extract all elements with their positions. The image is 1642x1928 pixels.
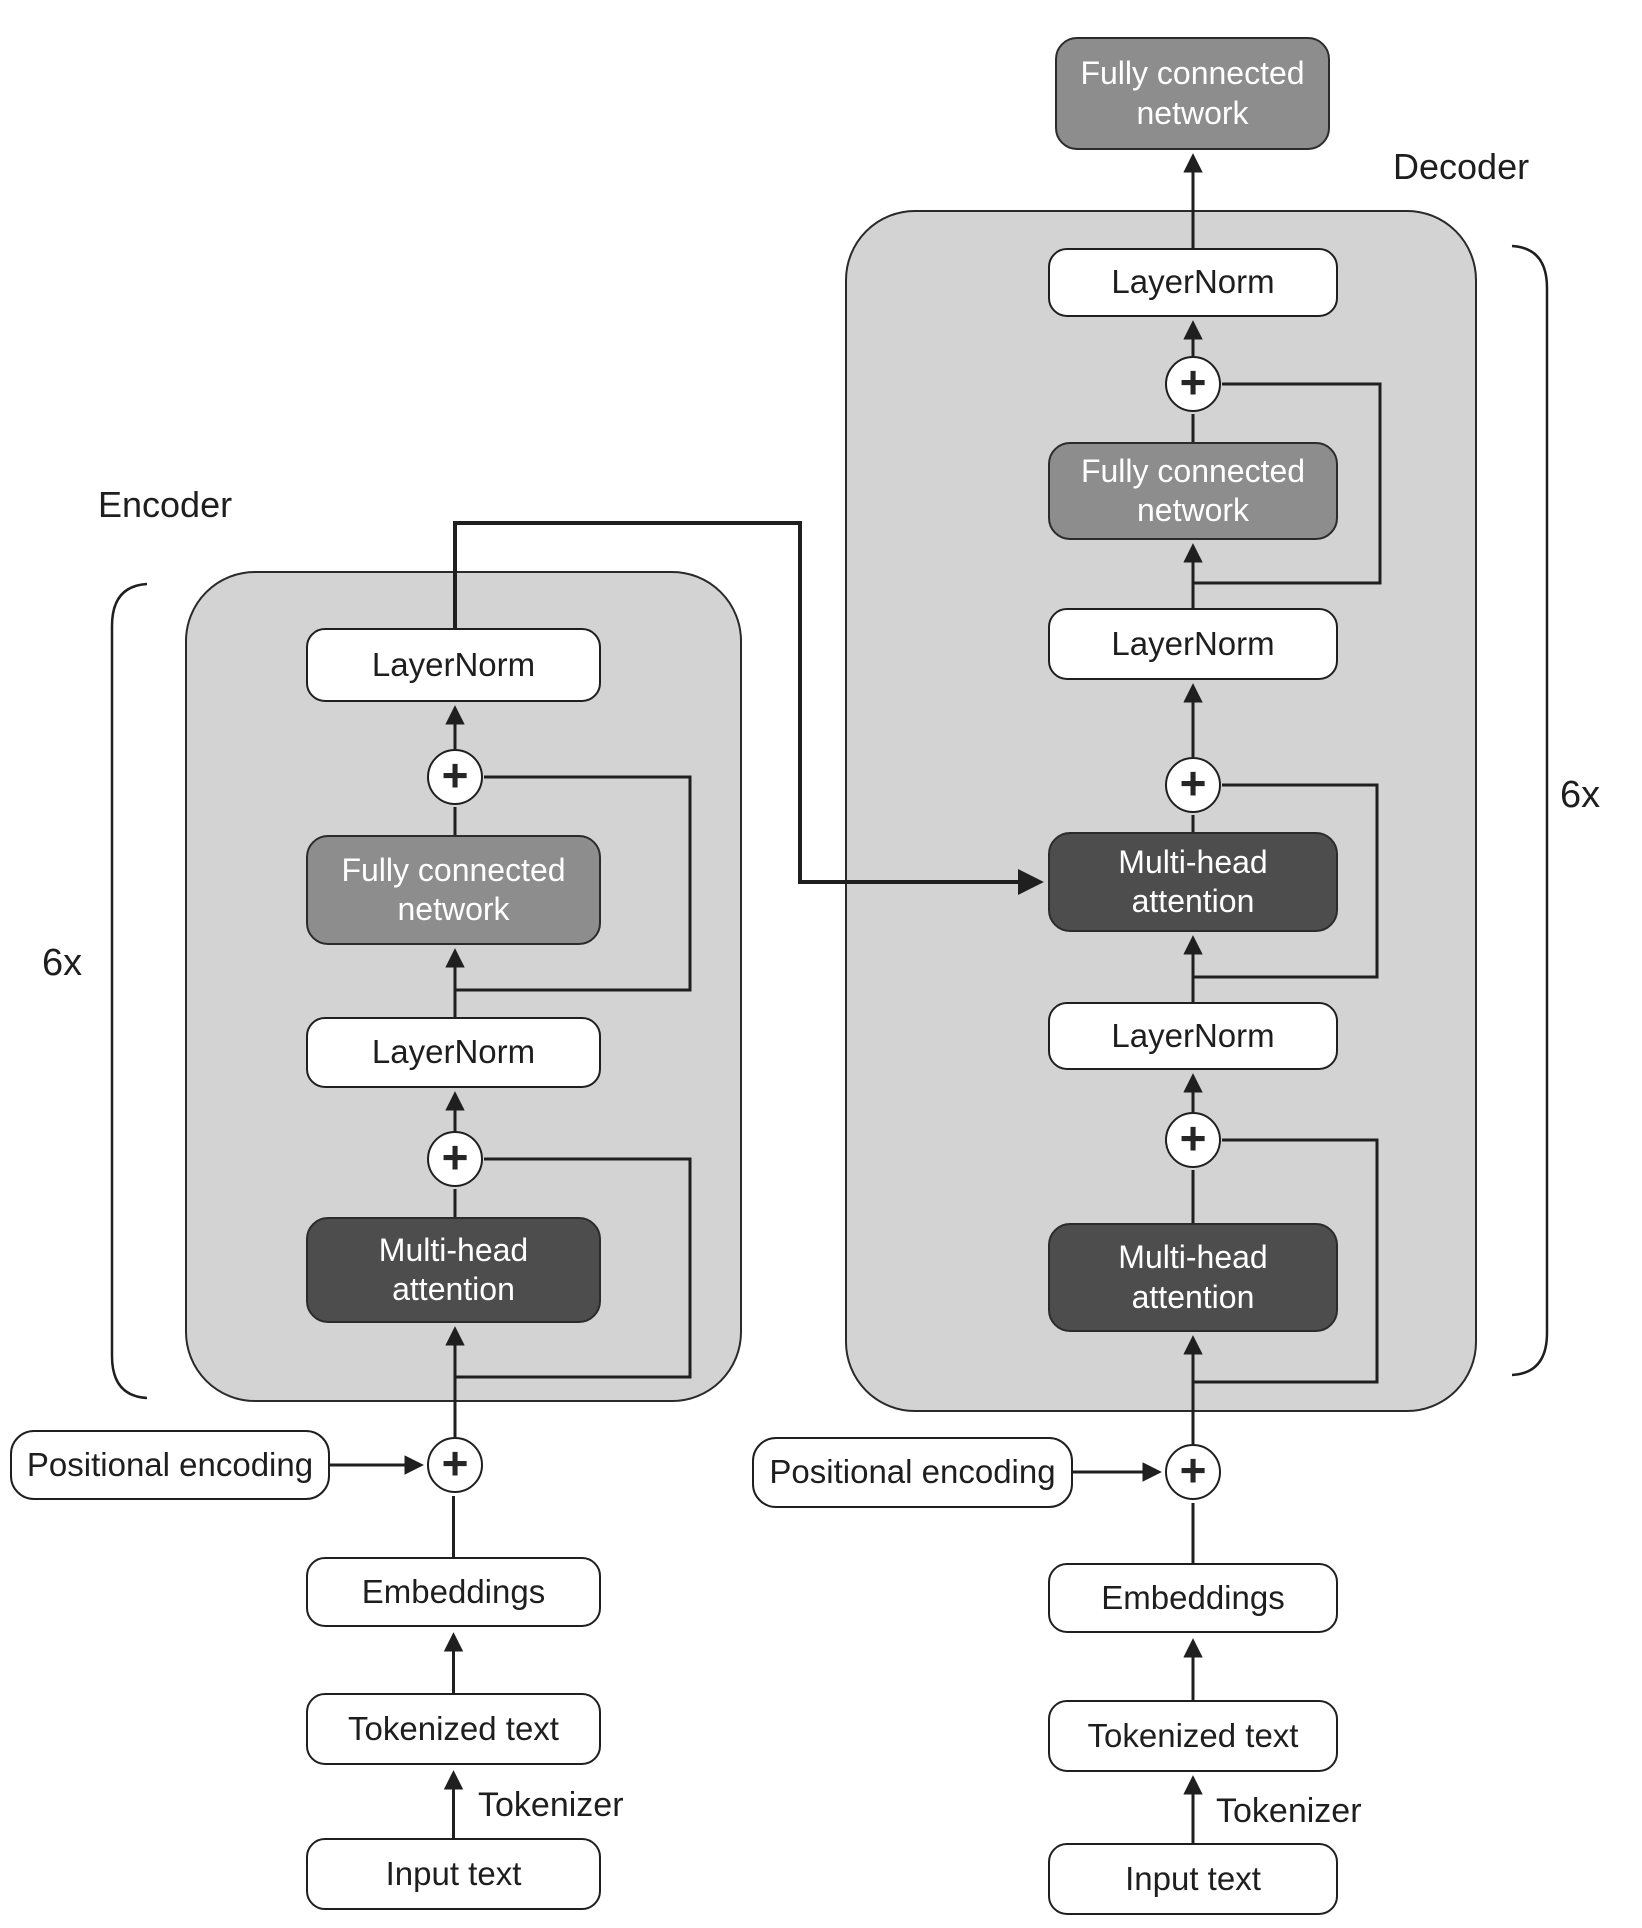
decoder-output-ffn-box: Fully connected network <box>1055 37 1330 150</box>
decoder-add-ffn-circle: + <box>1165 356 1221 412</box>
decoder-positional-encoding-box: Positional encoding <box>752 1437 1073 1508</box>
decoder-output-ffn-label: Fully connected network <box>1080 55 1305 131</box>
encoder-layernorm-mid-label: LayerNorm <box>371 1033 536 1071</box>
plus-icon: + <box>1179 1444 1207 1496</box>
encoder-layernorm-mid-box: LayerNorm <box>306 1017 601 1088</box>
decoder-tokenized-text-box: Tokenized text <box>1048 1700 1338 1772</box>
decoder-layernorm-top-label: LayerNorm <box>1111 263 1275 301</box>
decoder-title: Decoder <box>1393 146 1530 187</box>
decoder-layernorm-mid-label: LayerNorm <box>1111 624 1275 662</box>
decoder-layernorm-top-box: LayerNorm <box>1048 248 1338 317</box>
encoder-add-attention-circle: + <box>427 1131 483 1187</box>
encoder-positional-encoding-label: Positional encoding <box>26 1445 314 1483</box>
decoder-positional-encoding-label: Positional encoding <box>769 1453 1056 1491</box>
encoder-repeat-label: 6x <box>42 942 83 984</box>
encoder-add-positional-circle: + <box>427 1437 483 1493</box>
decoder-embeddings-label: Embeddings <box>1101 1578 1285 1616</box>
decoder-self-attention-skip-line <box>1193 1138 1379 1384</box>
plus-icon: + <box>1179 1112 1207 1164</box>
encoder-embeddings-label: Embeddings <box>361 1572 546 1610</box>
decoder-cross-attention-box: Multi-head attention <box>1048 832 1338 932</box>
encoder-title: Encoder <box>98 484 233 525</box>
decoder-self-attention-box: Multi-head attention <box>1048 1223 1338 1332</box>
encoder-repeat-bracket <box>110 582 148 1400</box>
plus-icon: + <box>1179 356 1207 408</box>
decoder-layernorm-low-box: LayerNorm <box>1048 1002 1338 1070</box>
encoder-ffn-box: Fully connected network <box>306 835 601 945</box>
decoder-cross-attention-label: Multi-head attention <box>1118 843 1268 919</box>
encoder-attention-box: Multi-head attention <box>306 1217 601 1323</box>
encoder-tokenizer-label: Tokenizer <box>478 1786 624 1824</box>
decoder-input-text-label: Input text <box>1125 1859 1261 1897</box>
decoder-self-attention-label: Multi-head attention <box>1118 1239 1268 1315</box>
encoder-input-text-box: Input text <box>306 1838 601 1910</box>
encoder-input-text-label: Input text <box>385 1854 522 1892</box>
encoder-tokenized-text-label: Tokenized text <box>348 1709 559 1747</box>
encoder-attention-label: Multi-head attention <box>378 1231 529 1307</box>
decoder-cross-attention-skip-line <box>1193 783 1379 979</box>
encoder-embeddings-box: Embeddings <box>306 1557 601 1627</box>
decoder-repeat-bracket <box>1511 244 1549 1377</box>
encoder-layernorm-top-box: LayerNorm <box>306 628 601 702</box>
plus-icon: + <box>441 1437 469 1489</box>
decoder-add-self-attention-circle: + <box>1165 1112 1221 1168</box>
decoder-ffn-skip-line <box>1193 382 1382 585</box>
decoder-input-text-box: Input text <box>1048 1843 1338 1915</box>
encoder-to-decoder-arrow <box>453 521 1044 895</box>
decoder-ffn-box: Fully connected network <box>1048 442 1338 540</box>
encoder-ffn-skip-line <box>455 775 692 992</box>
decoder-layernorm-mid-box: LayerNorm <box>1048 608 1338 680</box>
encoder-tokenized-text-box: Tokenized text <box>306 1693 601 1765</box>
encoder-attention-skip-line <box>455 1157 692 1379</box>
plus-icon: + <box>1179 757 1207 809</box>
decoder-container <box>845 210 1477 1412</box>
decoder-add-cross-attention-circle: + <box>1165 757 1221 813</box>
decoder-repeat-label: 6x <box>1560 774 1601 816</box>
plus-icon: + <box>441 749 469 801</box>
encoder-layernorm-top-label: LayerNorm <box>371 645 536 683</box>
encoder-positional-encoding-box: Positional encoding <box>10 1430 330 1500</box>
encoder-ffn-label: Fully connected network <box>341 851 566 927</box>
decoder-tokenized-text-label: Tokenized text <box>1087 1716 1299 1754</box>
decoder-layernorm-low-label: LayerNorm <box>1111 1016 1275 1054</box>
decoder-tokenizer-label: Tokenizer <box>1216 1792 1362 1830</box>
plus-icon: + <box>441 1131 469 1183</box>
decoder-ffn-label: Fully connected network <box>1080 452 1306 528</box>
decoder-add-positional-circle: + <box>1165 1444 1221 1500</box>
encoder-add-ffn-circle: + <box>427 749 483 805</box>
decoder-embeddings-box: Embeddings <box>1048 1563 1338 1633</box>
